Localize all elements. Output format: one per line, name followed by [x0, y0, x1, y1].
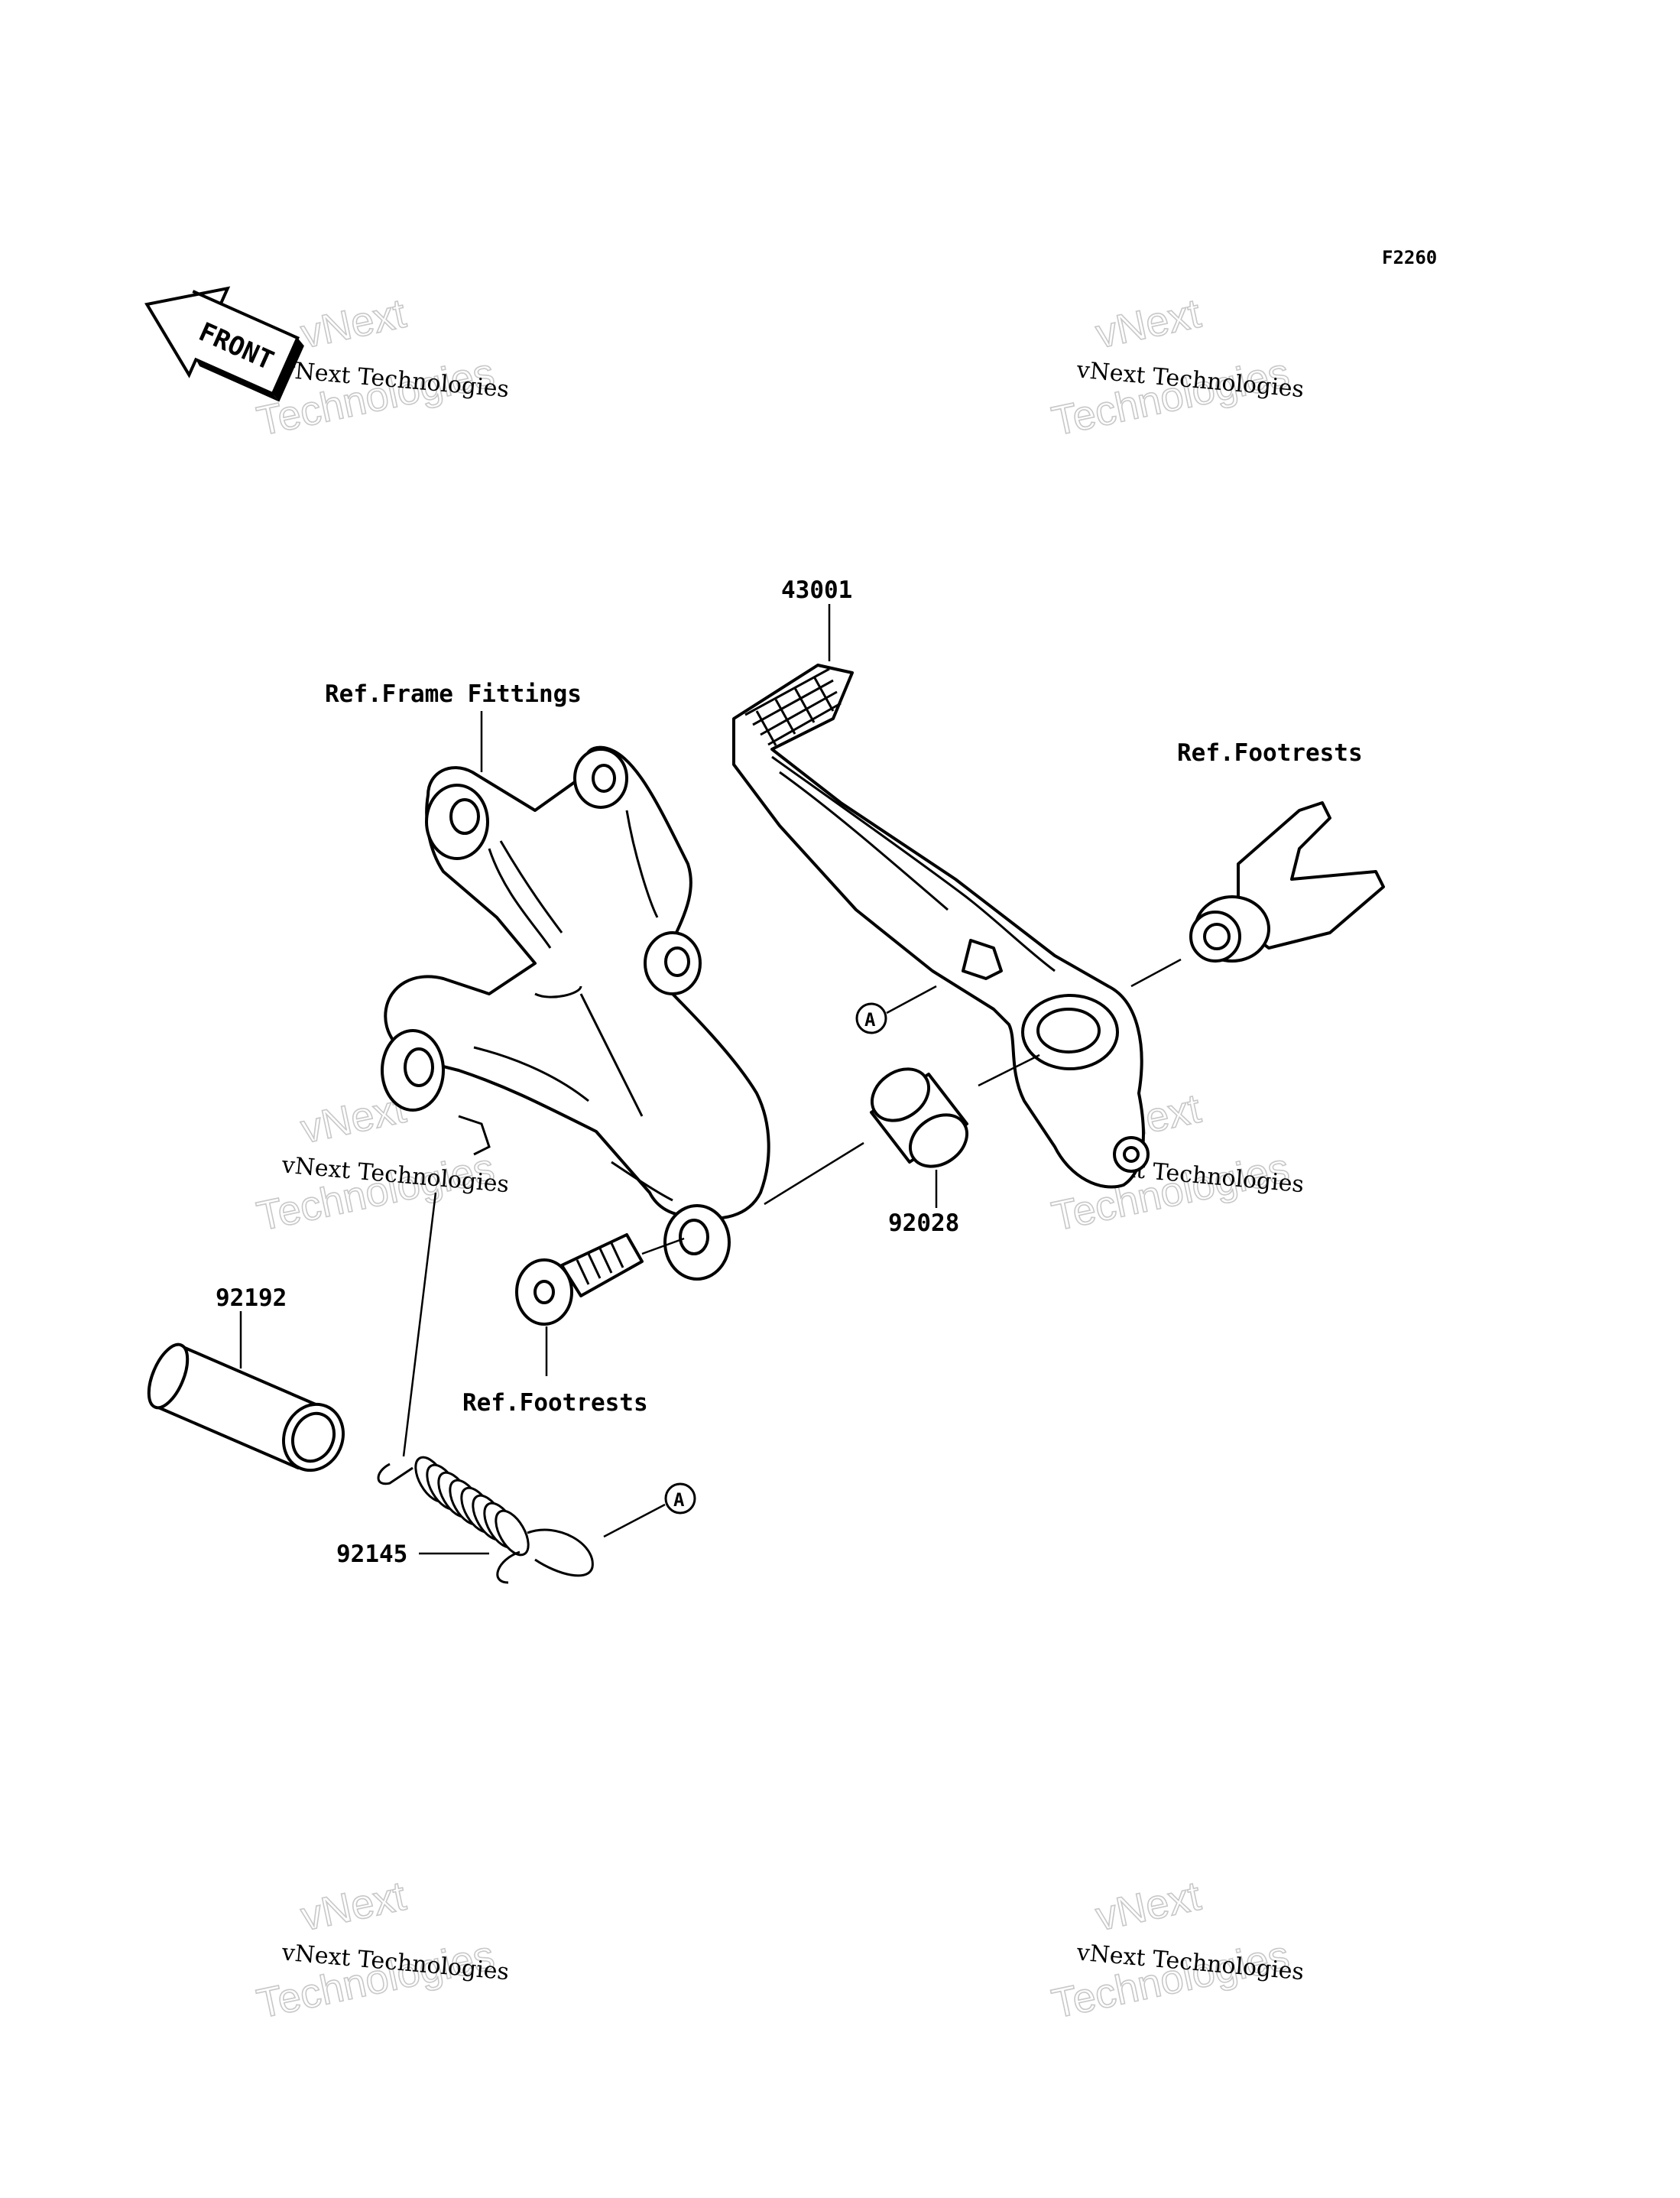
- watermark-big-word: vNext: [1091, 1873, 1205, 1940]
- bolt-part: [515, 1233, 644, 1326]
- connection-marker-a-label: A: [864, 1009, 876, 1031]
- frame-bracket-part: [381, 745, 770, 1281]
- ref-footrests-bottom-label: Ref.Footrests: [462, 1389, 648, 1417]
- diagram-code: F2260: [1382, 247, 1437, 268]
- part-number-43001: 43001: [781, 576, 852, 604]
- footrest-right-leader: [1130, 958, 1182, 988]
- ref-footrests-right-label: Ref.Footrests: [1177, 739, 1363, 767]
- front-arrow-icon: FRONT: [144, 286, 304, 402]
- ref-frame-fittings-label: Ref.Frame Fittings: [325, 680, 582, 708]
- watermark-mid-left: vNext Technologies vNext Technologies: [252, 1085, 510, 1240]
- spring-to-bracket-leader: [402, 1192, 437, 1457]
- footrest-mount-part: [1189, 801, 1385, 963]
- bolt-to-bracket-leader: [641, 1237, 685, 1255]
- watermark-bottom-right: vNext Technologies vNext Technologies: [1047, 1872, 1305, 2028]
- watermark-big-word: vNext: [297, 291, 410, 357]
- bushing-part-92028: [870, 1067, 969, 1168]
- connection-marker-a-lower: A: [603, 1482, 696, 1538]
- spring-coils: [414, 1456, 530, 1557]
- part-number-92028: 92028: [888, 1209, 959, 1237]
- sleeve-part-92192: [147, 1343, 345, 1472]
- part-number-92145: 92145: [336, 1541, 407, 1568]
- watermark-big-word: vNext: [1091, 291, 1205, 357]
- spring-part-92145: [377, 1456, 594, 1584]
- watermark-top-right: vNext Technologies vNext Technologies: [1047, 290, 1305, 445]
- brake-pedal-part: [732, 664, 1150, 1189]
- bushing-to-pedal-leader: [978, 1054, 1040, 1087]
- pedal-tread-pattern: [744, 667, 842, 746]
- connection-marker-a-upper: A: [855, 985, 937, 1034]
- part-number-92192: 92192: [216, 1284, 287, 1312]
- bushing-to-bracket-leader: [764, 1141, 864, 1206]
- connection-marker-a-label: A: [673, 1489, 685, 1511]
- watermark-bottom-left: vNext Technologies vNext Technologies: [252, 1872, 510, 2028]
- watermark-big-word: vNext: [297, 1873, 410, 1940]
